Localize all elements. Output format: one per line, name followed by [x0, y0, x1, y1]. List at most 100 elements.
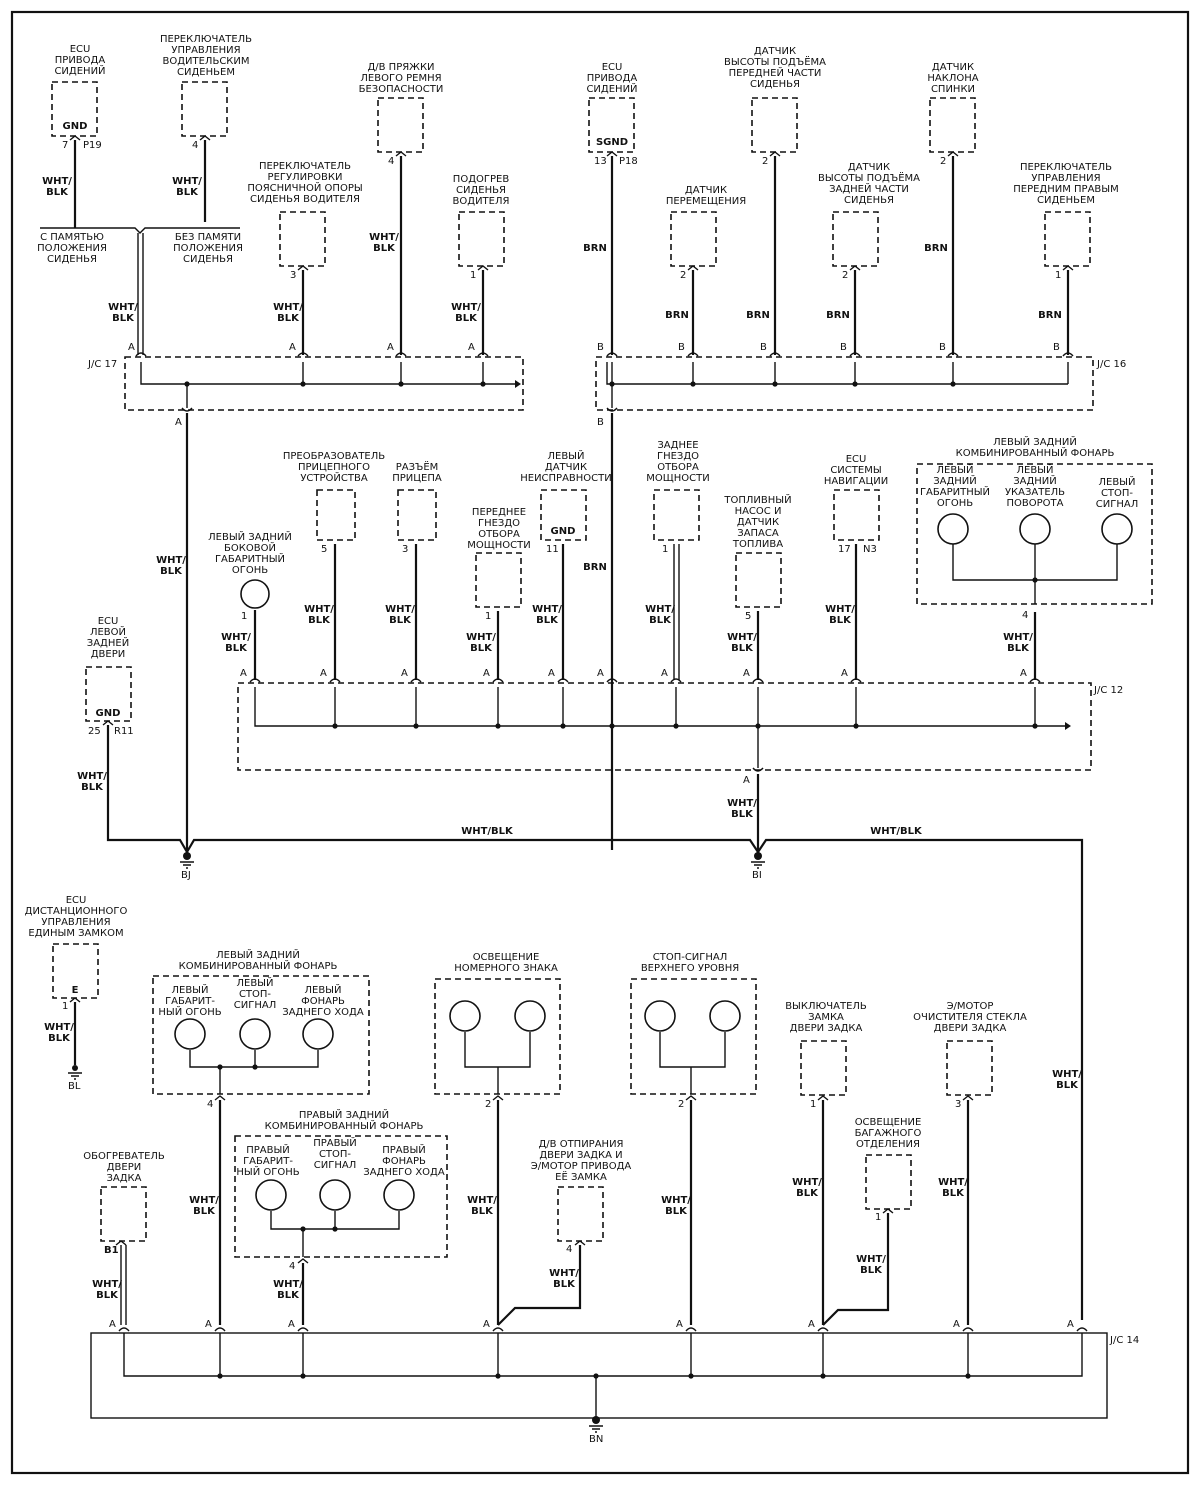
- label-line: ПОЛОЖЕНИЯ: [37, 243, 107, 254]
- label-line: ДАТЧИК: [932, 62, 974, 73]
- label-line: ECU: [98, 616, 119, 627]
- wire-color-label: WHT/BLK: [451, 302, 481, 324]
- svg-text:B: B: [840, 342, 847, 353]
- svg-text:B: B: [597, 342, 604, 353]
- svg-text:A: A: [205, 1319, 212, 1330]
- label-line: ЛЕВЫЙ: [236, 976, 273, 989]
- jc17-group: [40, 81, 524, 850]
- label-line: ПРЕОБРАЗОВАТЕЛЬ: [283, 451, 385, 462]
- label-line: ЛЕВЫЙ: [547, 449, 584, 462]
- svg-text:1: 1: [485, 611, 491, 622]
- label-line: ДАТЧИК: [737, 517, 779, 528]
- svg-text:P19: P19: [83, 140, 102, 151]
- high-stop-lamp-left: [644, 1000, 676, 1032]
- wire-color-label: WHT/BLK: [273, 1279, 303, 1301]
- rear-height-sensor-box: [832, 211, 879, 267]
- jc16-label: J/C 16: [1096, 359, 1126, 370]
- label-line: МОЩНОСТИ: [646, 473, 709, 484]
- svg-text:A: A: [109, 1319, 116, 1330]
- wire-color-label: WHT/BLK: [44, 1022, 74, 1044]
- label-line: ФОНАРЬ: [301, 996, 345, 1007]
- svg-text:4: 4: [207, 1099, 213, 1110]
- nav-ecu-box: [833, 489, 880, 541]
- right-combo-box: [234, 1135, 448, 1258]
- label-line: ЛЕВЫЙ: [936, 463, 973, 476]
- label-line: УКАЗАТЕЛЬ: [1005, 487, 1065, 498]
- svg-text:2: 2: [842, 270, 848, 281]
- label-line: ОСВЕЩЕНИЕ: [855, 1117, 922, 1128]
- svg-text:A: A: [597, 668, 604, 679]
- label-line: ГНЕЗДО: [478, 518, 520, 529]
- label-line: ВЫСОТЫ ПОДЪЁМА: [818, 171, 920, 184]
- svg-text:B: B: [597, 417, 604, 428]
- svg-text:WHT/BLK: WHT/BLK: [461, 826, 514, 837]
- svg-text:A: A: [387, 342, 394, 353]
- svg-text:A: A: [320, 668, 327, 679]
- svg-text:25: 25: [88, 726, 101, 737]
- lcb-stop-lamp: [239, 1018, 271, 1050]
- svg-text:B: B: [760, 342, 767, 353]
- left-combo-bottom-box: [152, 975, 370, 1095]
- svg-text:BRN: BRN: [1038, 310, 1062, 321]
- svg-text:1: 1: [662, 544, 668, 555]
- slide-sensor-box: [670, 211, 717, 267]
- front-height-sensor-box: [751, 97, 798, 153]
- label-line: ПРИЦЕПА: [392, 473, 442, 484]
- jc16-group: [588, 97, 1094, 850]
- lct-tail-lamp: [937, 513, 969, 545]
- wire-color-label: WHT/BLK: [189, 1195, 219, 1217]
- label-line: СИГНАЛ: [314, 1160, 356, 1171]
- svg-text:A: A: [175, 417, 182, 428]
- wire-color-label: WHT/BLK: [825, 604, 855, 626]
- svg-text:A: A: [289, 342, 296, 353]
- svg-text:3: 3: [290, 270, 296, 281]
- label-line: КОМБИНИРОВАННЫЙ ФОНАРЬ: [265, 1119, 424, 1132]
- label-line: СИДЕНЬЕМ: [1037, 195, 1095, 206]
- pin-labels: GND 7 P19 4 4 3 1 SGND 13 P18 2 2 2 2 1 …: [62, 121, 1061, 1272]
- side-marker-lamp: [240, 579, 270, 609]
- label-line: ECU: [602, 62, 623, 73]
- label-line: ОТБОРА: [657, 462, 699, 473]
- lcb-tail-lamp: [174, 1018, 206, 1050]
- tailgate-opener-box: [557, 1186, 604, 1242]
- svg-text:2: 2: [762, 156, 768, 167]
- svg-text:GND: GND: [551, 526, 576, 537]
- label-line: ДИСТАНЦИОННОГО: [25, 906, 128, 917]
- label-line: ПРАВЫЙ: [246, 1143, 290, 1156]
- label-line: НАВИГАЦИИ: [824, 476, 888, 487]
- label-line: ЗАДНЕЙ: [87, 636, 129, 649]
- svg-text:A: A: [288, 1319, 295, 1330]
- wire-color-label: WHT/BLK: [938, 1177, 968, 1199]
- label-line: ДАТЧИК: [685, 185, 727, 196]
- label-line: СИДЕНЬЯ: [47, 254, 97, 265]
- svg-text:1: 1: [62, 1001, 68, 1012]
- jc17-box: [124, 356, 524, 411]
- label-line: СИДЕНЬЯ: [456, 185, 506, 196]
- label-line: ЛЕВЫЙ: [171, 983, 208, 996]
- label-line: СИДЕНЬЯ: [844, 195, 894, 206]
- svg-text:B: B: [678, 342, 685, 353]
- label-line: ЗАМКА: [808, 1012, 844, 1023]
- wire-color-labels: WHT/BLK WHT/BLK WHT/BLK WHT/BLK WHT/BLK …: [42, 176, 1082, 1301]
- ground-bj-label: BJ: [181, 870, 191, 881]
- label-line: СТОП-: [1101, 488, 1133, 499]
- svg-text:BRN: BRN: [583, 562, 607, 573]
- wire-color-label: WHT/BLK: [645, 604, 675, 626]
- svg-text:A: A: [743, 775, 750, 786]
- wire-color-label: WHT/BLK: [466, 632, 496, 654]
- label-line: ПРИВОДА: [55, 55, 106, 66]
- label-line: Д/В ОТПИРАНИЯ: [538, 1139, 623, 1150]
- wire-color-label: WHT/BLK: [661, 1195, 691, 1217]
- label-line: ВОДИТЕЛЬСКИМ: [162, 56, 249, 67]
